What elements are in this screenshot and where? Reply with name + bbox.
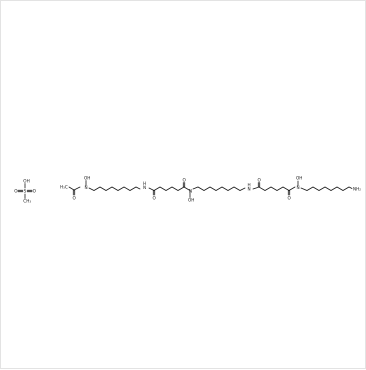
methanesulfonic-acid: OH S O O CH₃ — [14, 179, 36, 204]
carbonyl4-oxygen-label: O — [288, 196, 292, 201]
nh2-n-label: N — [248, 187, 251, 192]
n2-oh-label: OH — [188, 198, 194, 203]
bond-pentyl-2 — [192, 186, 246, 191]
salt-ch3-label: CH₃ — [23, 199, 31, 204]
bond-pentyl-1 — [88, 186, 141, 191]
acetyl-methyl-label: H₃C — [60, 185, 68, 190]
salt-o-left-label: O — [14, 189, 18, 194]
n2-label: N — [189, 189, 192, 194]
bond-nh1-succinyl-1 — [148, 186, 191, 191]
carbonyl2-oxygen-label: O — [183, 178, 187, 183]
salt-o-right-label: O — [33, 189, 37, 194]
bond-ch3-c1 — [68, 186, 75, 191]
n1-oh-label: OH — [84, 176, 90, 181]
salt-oh-label: OH — [23, 179, 29, 184]
terminal-amine-label: NH₂ — [353, 187, 361, 192]
nh1-n-label: N — [143, 185, 146, 190]
deferoxamine-chain: H₃C O N OH N H O O N OH N H O O N OH NH₂ — [60, 176, 361, 203]
carbonyl1-oxygen-label: O — [153, 196, 157, 201]
nh1-h-label: H — [143, 181, 146, 186]
n1-label: N — [85, 185, 88, 190]
n3-label: N — [297, 185, 300, 190]
n3-oh-label: OH — [296, 176, 302, 181]
bond-pentyl-3 — [300, 186, 353, 191]
bond-nh2-succinyl-2 — [252, 186, 296, 191]
salt-s-label: S — [24, 189, 27, 194]
bond-c1-n1 — [73, 186, 81, 191]
nh2-h-label: H — [248, 183, 251, 188]
acetyl-oxygen-label: O — [73, 196, 77, 201]
carbonyl3-oxygen-label: O — [258, 178, 262, 183]
